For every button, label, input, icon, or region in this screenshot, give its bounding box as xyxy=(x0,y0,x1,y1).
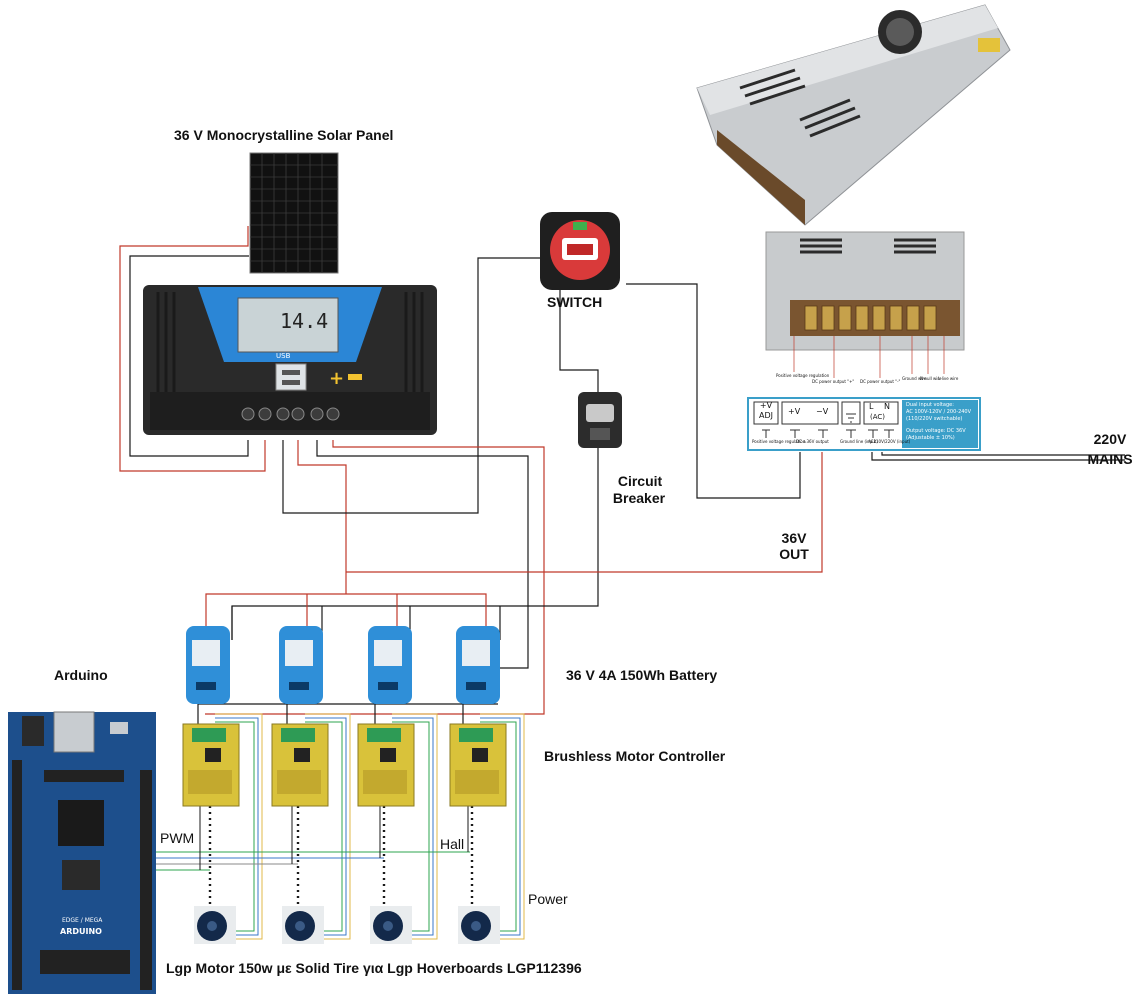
wires xyxy=(119,226,1125,940)
psu-ac-label: (AC) xyxy=(870,413,886,421)
arduino-model-text: EDGE / MEGA xyxy=(62,917,103,924)
solar-panel xyxy=(249,152,339,274)
psu-caption-ground: Ground line (input) xyxy=(840,439,878,444)
battery-pack-4 xyxy=(456,626,500,704)
hub-motors xyxy=(194,906,500,944)
pwm-label: PWM xyxy=(160,830,195,846)
motor-phase-wires xyxy=(215,713,525,940)
hub-motor-1 xyxy=(194,906,236,944)
psu-photo-caption-n: N-null wire xyxy=(920,376,942,381)
circuit-breaker xyxy=(578,392,622,448)
hub-motor-3 xyxy=(370,906,412,944)
wire-battery-black-bus xyxy=(231,606,501,640)
wire-ctrl-red-main xyxy=(297,440,347,594)
circuit-breaker-label-2: Breaker xyxy=(612,490,666,506)
hall-sensor-cables xyxy=(208,806,474,908)
battery-pack-2 xyxy=(279,626,323,704)
motor-controller-4 xyxy=(449,723,507,807)
wire-switch-psu xyxy=(626,283,801,499)
out-label-1: 36V xyxy=(781,530,807,546)
psu-terminal-diagram xyxy=(747,397,981,451)
psu-spec-4: Output voltage: DC 36V xyxy=(906,428,966,434)
psu-dc-minus: −V xyxy=(816,407,829,416)
circuit-breaker-label-1: Circuit xyxy=(617,473,663,489)
psu-photo-caption-dc-minus: DC power output "-" xyxy=(860,379,901,384)
psu-spec-5: (Adjustable ± 10%) xyxy=(906,435,955,441)
wire-battery-to-controllers xyxy=(197,703,498,724)
psu-adj-bottom: ADJ xyxy=(759,411,773,420)
lcd-readout: 14.4 xyxy=(280,309,328,333)
solar-panel-label: 36 V Monocrystalline Solar Panel xyxy=(174,127,394,143)
psu-photo-caption-positive: Positive voltage regulation xyxy=(776,373,830,378)
psu-photo-caption-l: L-live wire xyxy=(938,376,959,381)
psu-spec-2: AC 100V-120V / 200-240V xyxy=(906,409,972,415)
battery-switch xyxy=(540,212,620,290)
hub-motor-2 xyxy=(282,906,324,944)
psu-adj-top: +V xyxy=(759,401,773,410)
wire-battery-red-bus xyxy=(205,593,487,626)
power-supply-photo xyxy=(696,4,1011,226)
wire-ctrl-load-black xyxy=(316,440,529,669)
motor-controllers xyxy=(182,723,507,807)
mains-label-2: MAINS xyxy=(1087,451,1133,467)
psu-spec-3: (110/220V switchable) xyxy=(906,416,963,422)
motor-controller-label: Brushless Motor Controller xyxy=(544,748,726,764)
psu-dc-plus: +V xyxy=(788,407,801,416)
battery-pack-3 xyxy=(368,626,412,704)
wire-mains-2 xyxy=(881,452,1125,456)
out-label-2: OUT xyxy=(779,546,809,562)
usb-label: USB xyxy=(276,352,291,360)
power-supply-terminals xyxy=(765,231,965,378)
switch-label: SWITCH xyxy=(547,294,603,310)
arduino-signal-wires xyxy=(156,806,470,871)
wire-mains-1 xyxy=(871,452,1125,461)
wire-solar-red xyxy=(119,226,266,472)
wire-solar-black xyxy=(129,255,249,457)
arduino-board: ARDUINO EDGE / MEGA xyxy=(8,711,156,994)
power-label: Power xyxy=(528,891,568,907)
motor-label: Lgp Motor 150w με Solid Tire για Lgp Hov… xyxy=(166,960,582,976)
wire-breaker-battery xyxy=(231,448,599,640)
hub-motor-4 xyxy=(458,906,500,944)
battery-pack-1 xyxy=(186,626,230,704)
psu-n-label: N xyxy=(884,402,890,411)
charge-controller: 14.4 + xyxy=(143,285,437,435)
arduino-label: Arduino xyxy=(54,667,108,683)
wire-psu-out-red xyxy=(346,452,823,573)
motor-controller-2 xyxy=(271,723,329,807)
psu-caption-dc: DC ±36V output xyxy=(796,439,829,444)
mains-label-1: 220V xyxy=(1093,431,1127,447)
psu-spec-1: Dual input voltage: xyxy=(906,402,954,408)
arduino-brand-text: ARDUINO xyxy=(60,927,102,936)
battery-label: 36 V 4A 150Wh Battery xyxy=(566,667,718,683)
wire-switch-breaker xyxy=(559,288,599,392)
psu-caption-ac: AC110V/220V (input) xyxy=(868,439,911,444)
motor-controller-3 xyxy=(357,723,415,807)
hall-label: Hall xyxy=(440,836,465,852)
psu-l-label: L xyxy=(869,402,874,411)
battery-packs xyxy=(186,626,500,704)
motor-controller-1 xyxy=(182,723,240,807)
svg-text:+: + xyxy=(329,368,344,389)
psu-caption-adj: Positive voltage regulation xyxy=(752,439,806,444)
wire-ctrl-black-to-switch xyxy=(282,257,541,514)
psu-photo-caption-dc-plus: DC power output "+" xyxy=(812,379,855,384)
psu-photo-caption-ground: Ground wire xyxy=(902,376,927,381)
